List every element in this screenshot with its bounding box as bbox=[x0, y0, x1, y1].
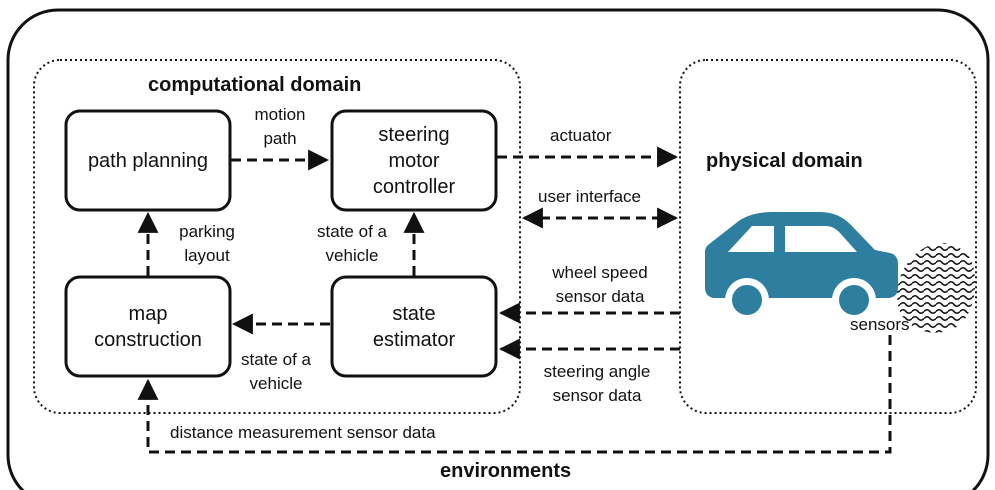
computational-domain-boundary bbox=[33, 59, 521, 414]
sensor-texture-icon bbox=[897, 242, 976, 333]
car-icon bbox=[705, 212, 898, 322]
distance-measurement-arrow bbox=[137, 335, 892, 454]
steering-motor-controller-block bbox=[330, 109, 498, 212]
map-construction-block bbox=[64, 275, 232, 378]
state-estimator-block bbox=[330, 275, 498, 378]
path-planning-block bbox=[64, 109, 232, 212]
physical-domain-boundary bbox=[679, 59, 977, 414]
environment-boundary bbox=[6, 8, 990, 490]
